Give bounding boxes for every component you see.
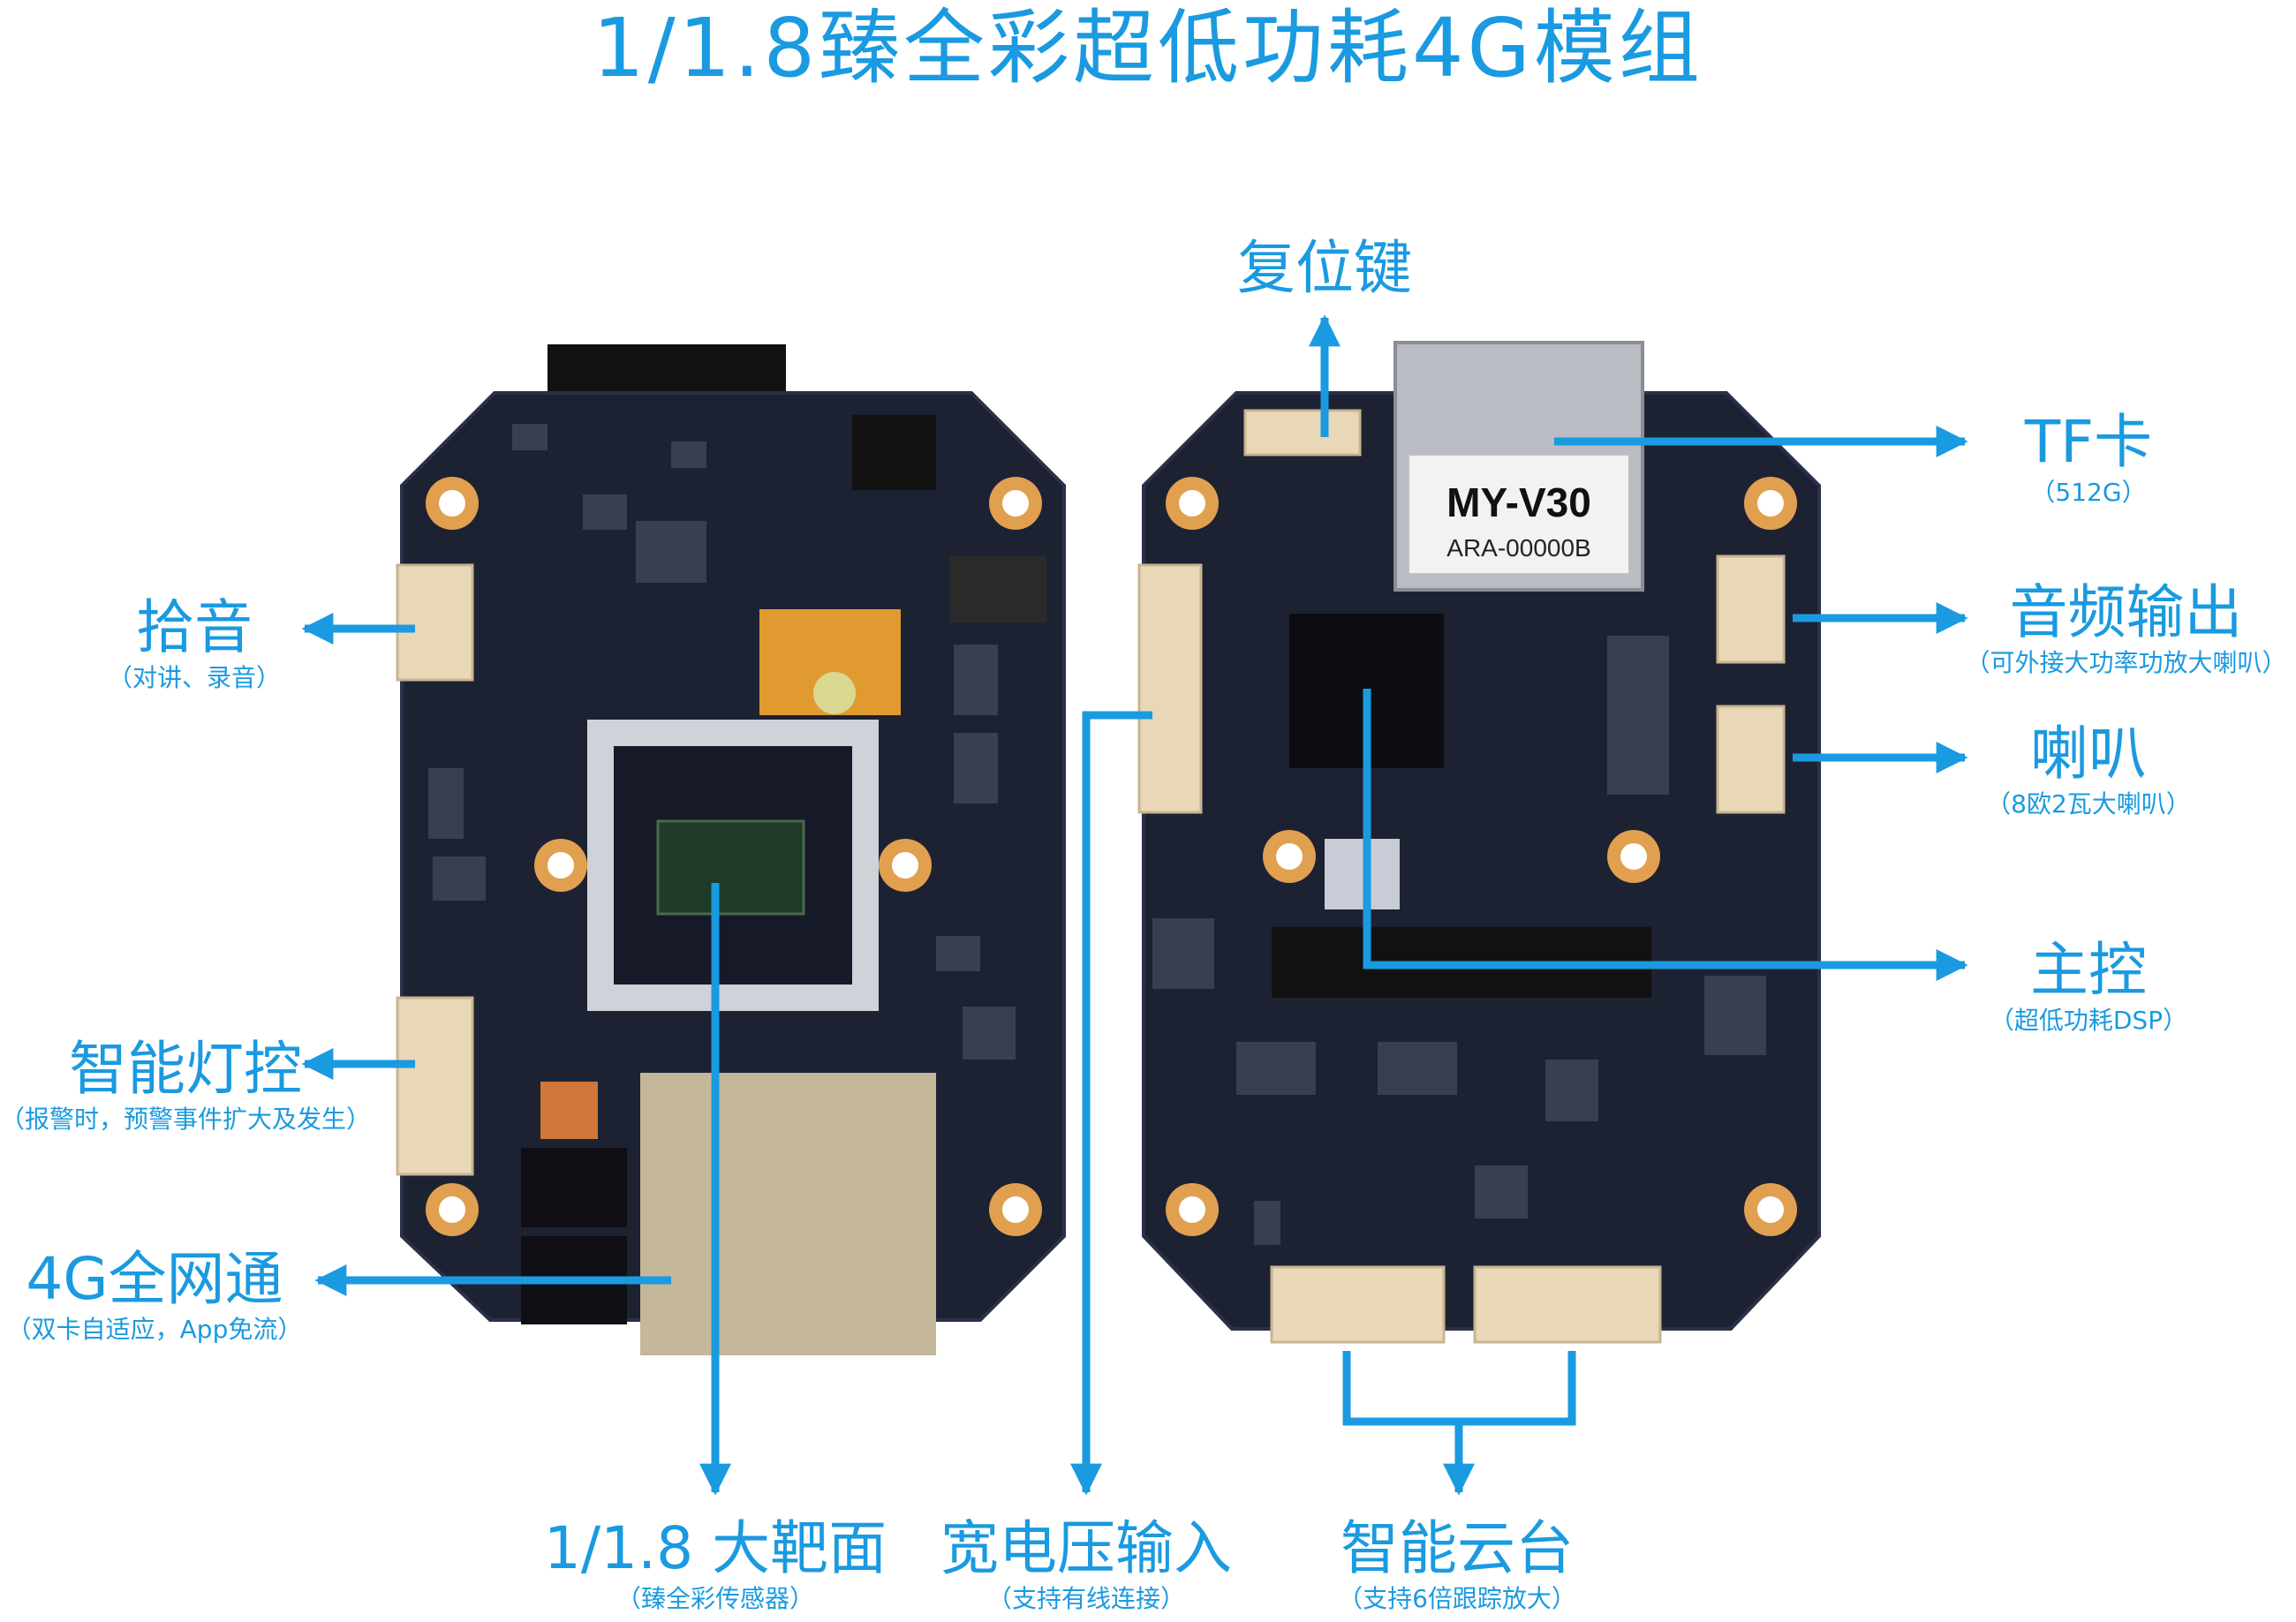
label-audio-out-main: 音频输出 xyxy=(2009,578,2243,646)
label-main-ctrl: 主控 （超低功耗DSP） xyxy=(1969,936,2208,1037)
label-pickup-sub: （对讲、录音） xyxy=(107,663,281,692)
audio-out-connector xyxy=(1716,554,1786,664)
label-light: 智能灯控 （报警时，预警事件扩大及发生） xyxy=(0,1035,371,1135)
4g-module-shield xyxy=(640,1073,936,1355)
label-tf-sub: （512G） xyxy=(2030,478,2147,507)
ptz-bracket xyxy=(1342,1351,1576,1426)
label-sensor: 1/1.8 大靶面 （臻全彩传感器） xyxy=(539,1514,892,1615)
image-sensor xyxy=(656,819,805,916)
tf-card-code: ARA-00000B xyxy=(1446,534,1590,562)
light-connector xyxy=(396,996,474,1176)
label-ptz-sub: （支持6倍跟踪放大） xyxy=(1338,1584,1576,1613)
label-tf-main: TF卡 xyxy=(2024,408,2153,476)
speaker-connector xyxy=(1716,705,1786,814)
label-power-main: 宽电压输入 xyxy=(940,1514,1232,1582)
label-power: 宽电压输入 （支持有线连接） xyxy=(910,1514,1263,1615)
reset-button xyxy=(1243,409,1362,456)
page-title: 1/1.8臻全彩超低功耗4G模组 xyxy=(593,1,1703,95)
tf-card-label xyxy=(1408,454,1630,575)
label-net4g: 4G全网通 （双卡自适应，App免流） xyxy=(0,1245,309,1346)
callout-lines xyxy=(301,314,1968,1496)
sd-slot-top xyxy=(548,344,786,397)
label-sensor-sub: （臻全彩传感器） xyxy=(616,1584,814,1613)
left-board xyxy=(396,344,1066,1355)
label-net4g-sub: （双卡自适应，App免流） xyxy=(6,1315,303,1344)
label-light-sub: （报警时，预警事件扩大及发生） xyxy=(0,1105,372,1134)
label-light-main: 智能灯控 xyxy=(69,1035,302,1103)
right-board: MY-V30 ARA-00000B xyxy=(1137,341,1821,1344)
ptz-connector-1 xyxy=(1270,1265,1446,1344)
label-audio-out-sub: （可外接大功率功放大喇叭） xyxy=(1965,648,2287,677)
label-net4g-main: 4G全网通 xyxy=(26,1245,283,1313)
label-tf: TF卡 （512G） xyxy=(1969,408,2208,509)
label-main-ctrl-main: 主控 xyxy=(2030,936,2147,1004)
pickup-connector xyxy=(396,563,474,682)
ptz-connector-2 xyxy=(1473,1265,1662,1344)
label-ptz: 智能云台 （支持6倍跟踪放大） xyxy=(1280,1514,1634,1615)
label-reset-main: 复位键 xyxy=(1237,234,1412,302)
label-ptz-main: 智能云台 xyxy=(1341,1514,1574,1582)
main-ctrl-arrow xyxy=(1363,689,1968,981)
label-speaker: 喇叭 （8欧2瓦大喇叭） xyxy=(1969,720,2208,820)
label-audio-out: 音频输出 （可外接大功率功放大喇叭） xyxy=(1956,578,2296,679)
power-arrow xyxy=(1070,711,1152,1496)
label-power-sub: （支持有线连接） xyxy=(986,1584,1185,1613)
label-pickup: 拾音 （对讲、录音） xyxy=(106,593,283,694)
label-pickup-main: 拾音 xyxy=(136,593,253,661)
label-speaker-sub: （8欧2瓦大喇叭） xyxy=(1986,789,2191,819)
label-sensor-main: 1/1.8 大靶面 xyxy=(543,1514,887,1582)
label-reset: 复位键 xyxy=(1192,234,1457,303)
label-speaker-main: 喇叭 xyxy=(2030,720,2147,788)
label-main-ctrl-sub: （超低功耗DSP） xyxy=(1989,1006,2188,1035)
power-connector xyxy=(1137,563,1203,814)
tf-card-brand: MY-V30 xyxy=(1446,479,1591,525)
